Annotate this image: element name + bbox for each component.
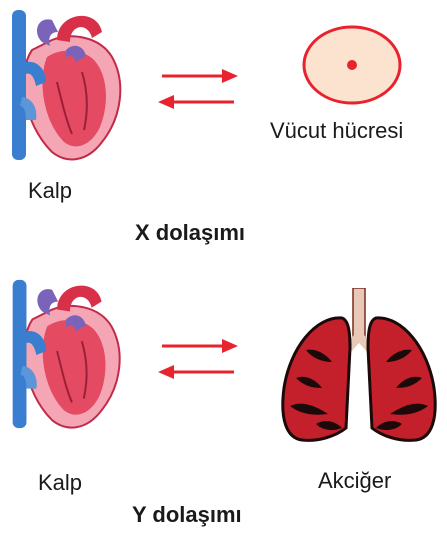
heart-label: Kalp [28, 178, 72, 204]
trachea-icon [353, 288, 365, 338]
heart-icon [2, 2, 130, 170]
circulation-y-title: Y dolaşımı [132, 502, 242, 528]
bidirectional-arrows [150, 62, 245, 114]
circulation-x-title: X dolaşımı [135, 220, 245, 246]
right-lung-icon [368, 318, 435, 440]
lungs-label: Akciğer [318, 468, 391, 494]
heart-label: Kalp [38, 470, 82, 496]
arrow-left-icon [158, 365, 174, 379]
left-lung-icon [283, 318, 350, 440]
nucleus-icon [347, 60, 357, 70]
arrow-right-icon [222, 339, 238, 353]
cell-icon [300, 22, 406, 108]
heart-icon [2, 272, 130, 438]
bidirectional-arrows [150, 332, 245, 384]
arrow-right-icon [222, 69, 238, 83]
lungs-icon [276, 288, 442, 448]
circulation-y-panel: Kalp Akciğer Y dolaşımı [0, 270, 447, 534]
arrow-left-icon [158, 95, 174, 109]
body-cell-label: Vücut hücresi [270, 118, 403, 144]
circulation-x-panel: Kalp Vücut hücresi X dolaşımı [0, 0, 447, 262]
